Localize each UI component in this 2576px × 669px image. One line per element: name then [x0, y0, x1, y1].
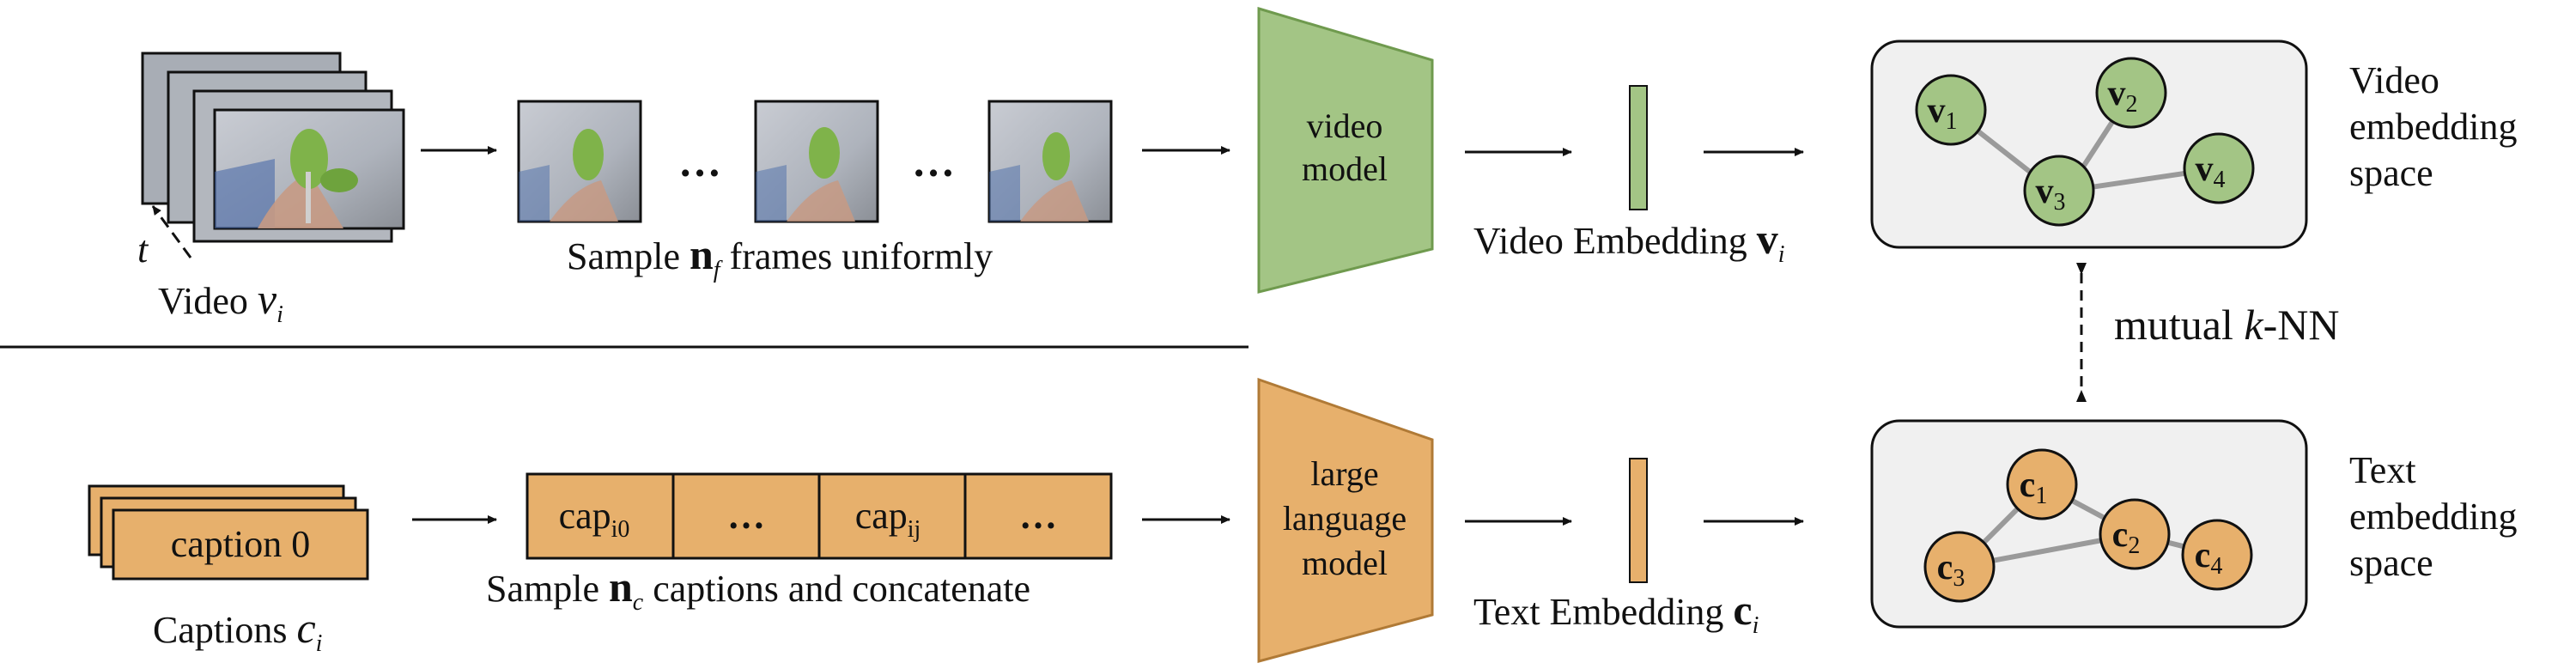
- caption-concat-row: capi0 … capij …: [526, 472, 1113, 560]
- text-node-c3: c3: [1923, 531, 1996, 603]
- video-space-label-3: space: [2349, 152, 2433, 194]
- text-embedding-space-panel: [1870, 419, 2308, 629]
- text-space-label-2: embedding: [2349, 496, 2518, 538]
- captions-input-label: Captions ci: [153, 604, 322, 657]
- video-model-label-1: video: [1307, 106, 1383, 145]
- frames-ellipsis-2: …: [912, 137, 955, 185]
- video-embedding-bar: [1629, 85, 1648, 210]
- video-input-label: Video vi: [158, 275, 283, 328]
- video-frame-stack: [141, 52, 405, 243]
- concat-cell-2: …: [727, 495, 765, 537]
- video-model-block: [1257, 6, 1434, 294]
- mutual-knn-label: mutual k-NN: [2114, 301, 2339, 349]
- video-model-label-2: model: [1302, 149, 1388, 188]
- svg-text:v3: v3: [2036, 172, 2066, 216]
- sampled-frame-3: [987, 100, 1113, 223]
- text-node-c2: c2: [2099, 498, 2171, 570]
- svg-text:c3: c3: [1937, 548, 1965, 592]
- video-embedding-label: Video Embedding vi: [1473, 215, 1785, 268]
- text-embedding-bar: [1629, 458, 1648, 583]
- text-node-c4: c4: [2181, 519, 2253, 591]
- text-space-label-1: Text: [2349, 449, 2416, 491]
- time-label: t: [137, 228, 149, 271]
- video-frame-front: [213, 108, 405, 230]
- video-space-label-2: embedding: [2349, 106, 2518, 148]
- sample-frames-label: Sample nf frames uniformly: [567, 230, 993, 283]
- llm-label-1: large: [1310, 454, 1378, 493]
- caption-card-label: caption 0: [171, 523, 311, 565]
- frames-ellipsis-1: …: [678, 137, 721, 185]
- llm-block: [1257, 377, 1434, 663]
- llm-label-3: model: [1302, 544, 1388, 582]
- svg-text:c2: c2: [2112, 515, 2141, 559]
- text-space-label-3: space: [2349, 542, 2433, 584]
- sampled-frame-2: [754, 100, 879, 223]
- svg-text:v2: v2: [2108, 74, 2138, 118]
- llm-label-2: language: [1283, 499, 1406, 538]
- video-node-v2: v2: [2095, 57, 2167, 129]
- svg-text:v1: v1: [1928, 91, 1958, 135]
- concat-cell-4: …: [1019, 495, 1057, 537]
- svg-text:v4: v4: [2196, 149, 2226, 193]
- video-space-label-1: Video: [2349, 59, 2439, 101]
- concat-cell-1: capi0: [559, 495, 630, 543]
- text-node-c1: c1: [2006, 448, 2078, 520]
- svg-text:c1: c1: [2020, 465, 2048, 509]
- caption-card-stack: caption 0: [88, 484, 369, 581]
- concat-cell-3: capij: [855, 495, 921, 543]
- video-node-v1: v1: [1915, 74, 1987, 146]
- text-embedding-label: Text Embedding ci: [1473, 586, 1759, 639]
- video-node-v4: v4: [2183, 132, 2255, 204]
- svg-text:c4: c4: [2195, 536, 2223, 580]
- video-node-v3: v3: [2023, 155, 2095, 227]
- sampled-frame-1: [517, 100, 642, 223]
- time-arrow: [151, 205, 192, 258]
- sample-captions-label: Sample nc captions and concatenate: [486, 563, 1030, 616]
